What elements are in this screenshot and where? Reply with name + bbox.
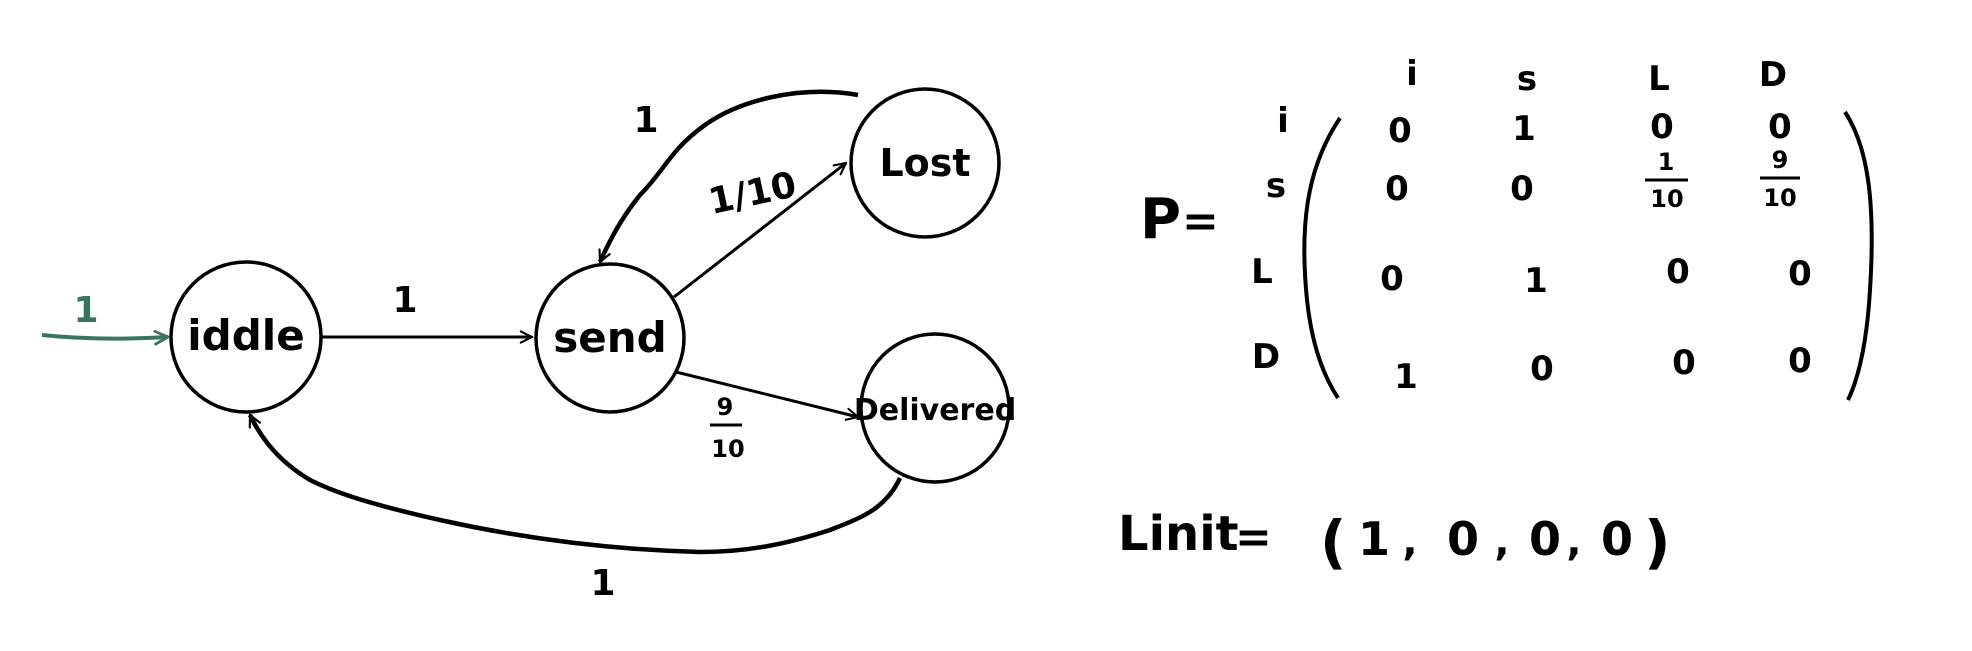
matrix-cell-1-0: 0	[1385, 169, 1409, 209]
init-vector-value-2: 0	[1529, 512, 1561, 566]
init-vector-sep-2: ,	[1566, 519, 1581, 565]
matrix-cell-0-0: 0	[1388, 111, 1412, 151]
state-send-label: send	[553, 313, 666, 362]
edge-lost-send-label: 1	[633, 100, 658, 141]
matrix-cell-1-3-den: 10	[1763, 184, 1796, 212]
matrix-left-bracket	[1302, 116, 1342, 400]
edge-send-delivered-num: 9	[717, 393, 734, 421]
matrix-cell-1-3-num: 9	[1772, 146, 1789, 174]
state-lost: Lost	[849, 87, 1001, 239]
edge-initial: 1	[41, 290, 168, 339]
matrix-cell-1-1: 0	[1510, 169, 1534, 209]
row-header-l: L	[1251, 252, 1273, 292]
matrix-cell-3-1: 0	[1530, 349, 1554, 389]
edge-send-lost: 1/10	[673, 163, 846, 299]
initial-distribution: Linit = ( 1 , 0 , 0 , 0 )	[1118, 506, 1671, 576]
matrix-cell-2-0: 0	[1380, 259, 1404, 299]
edge-iddle-send-label: 1	[392, 280, 417, 321]
matrix-cell-2-3: 0	[1788, 254, 1812, 294]
row-header-d: D	[1252, 337, 1280, 377]
matrix-cell-2-1: 1	[1524, 261, 1548, 301]
init-vector-open-paren: (	[1320, 508, 1347, 576]
matrix-cell-1-3: 9 10	[1760, 146, 1800, 212]
col-header-l: L	[1648, 59, 1670, 99]
state-delivered-label: Delivered	[854, 393, 1016, 428]
edge-initial-label: 1	[73, 290, 98, 331]
matrix-cell-3-0: 1	[1394, 357, 1418, 397]
row-header-s: s	[1266, 166, 1286, 206]
matrix-cell-1-2-den: 10	[1650, 185, 1683, 213]
matrix-cell-1-2: 1 10	[1645, 148, 1688, 213]
state-lost-label: Lost	[879, 141, 970, 185]
edge-delivered-iddle: 1	[247, 415, 903, 604]
edge-send-delivered: 9 10	[675, 370, 858, 463]
edge-lost-send: 1	[597, 89, 859, 262]
matrix-cell-3-2: 0	[1672, 343, 1696, 383]
init-vector-label: Linit	[1118, 506, 1239, 562]
init-vector-close-paren: )	[1644, 508, 1671, 576]
edge-send-lost-label: 1/10	[705, 165, 800, 223]
state-iddle-label: iddle	[187, 311, 304, 360]
init-vector-equals: =	[1235, 512, 1272, 563]
matrix-cell-0-3: 0	[1768, 107, 1792, 147]
init-vector-value-1: 0	[1447, 512, 1479, 566]
edge-delivered-iddle-label: 1	[590, 563, 615, 604]
init-vector-value-0: 1	[1358, 512, 1390, 566]
init-vector-value-3: 0	[1601, 512, 1633, 566]
transition-matrix: P = i s L D i s L D 0 1 0 0 0 0 1 10 9 1…	[1140, 54, 1874, 401]
matrix-name: P	[1140, 187, 1181, 252]
init-vector-sep-1: ,	[1494, 519, 1509, 565]
matrix-cell-0-1: 1	[1512, 109, 1536, 149]
matrix-cell-2-2: 0	[1666, 252, 1690, 292]
matrix-cell-0-2: 0	[1650, 107, 1674, 147]
init-vector-sep-0: ,	[1402, 519, 1417, 565]
state-delivered: Delivered	[854, 332, 1016, 484]
matrix-right-bracket	[1843, 110, 1874, 401]
edge-send-delivered-den: 10	[711, 435, 744, 463]
col-header-s: s	[1517, 59, 1537, 99]
state-iddle: iddle	[169, 260, 323, 414]
col-header-d: D	[1759, 55, 1787, 95]
matrix-equals: =	[1182, 196, 1219, 247]
state-send: send	[534, 262, 686, 414]
col-header-i: i	[1406, 54, 1418, 94]
row-header-i: i	[1277, 101, 1289, 141]
matrix-cell-1-2-num: 1	[1658, 148, 1675, 176]
matrix-cell-3-3: 0	[1788, 341, 1812, 381]
edge-iddle-send: 1	[322, 280, 532, 337]
